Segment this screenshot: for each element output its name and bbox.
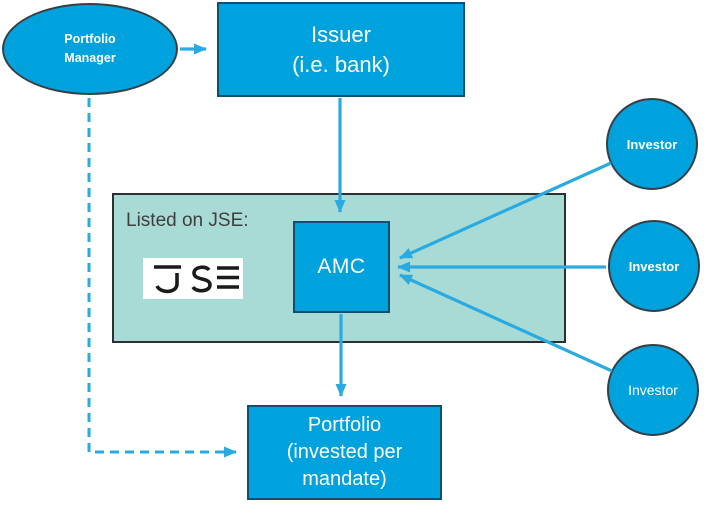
jse-logo-j <box>154 265 181 294</box>
portfolio-label-line3: mandate) <box>302 468 387 490</box>
investor-node-2[interactable]: Investor <box>608 220 700 312</box>
jse-listing-label: Listed on JSE: <box>126 210 249 231</box>
jse-logo <box>143 258 243 299</box>
amc-label: AMC <box>317 255 366 278</box>
amc-node[interactable]: AMC <box>293 221 390 313</box>
jse-logo-s <box>191 265 212 293</box>
jse-logo-e <box>217 266 239 289</box>
issuer-label-line1: Issuer <box>311 21 371 47</box>
investor-2-label: Investor <box>628 258 680 274</box>
issuer-label-line2: (i.e. bank) <box>292 51 390 77</box>
investor-3-label: Investor <box>628 382 678 398</box>
investor-node-3[interactable]: Investor <box>607 344 699 436</box>
portfolio-node[interactable]: Portfolio (invested per mandate) <box>247 405 442 500</box>
portfolio-manager-label-line1: Portfolio <box>64 32 116 47</box>
portfolio-manager-label-line2: Manager <box>64 51 116 65</box>
issuer-node[interactable]: Issuer (i.e. bank) <box>217 2 465 97</box>
investor-1-label: Investor <box>626 136 678 152</box>
portfolio-label-line2: (invested per <box>286 441 403 463</box>
portfolio-label-line1: Portfolio <box>307 414 382 436</box>
investor-node-1[interactable]: Investor <box>606 98 698 190</box>
portfolio-manager-node[interactable]: Portfolio Manager <box>2 3 178 95</box>
